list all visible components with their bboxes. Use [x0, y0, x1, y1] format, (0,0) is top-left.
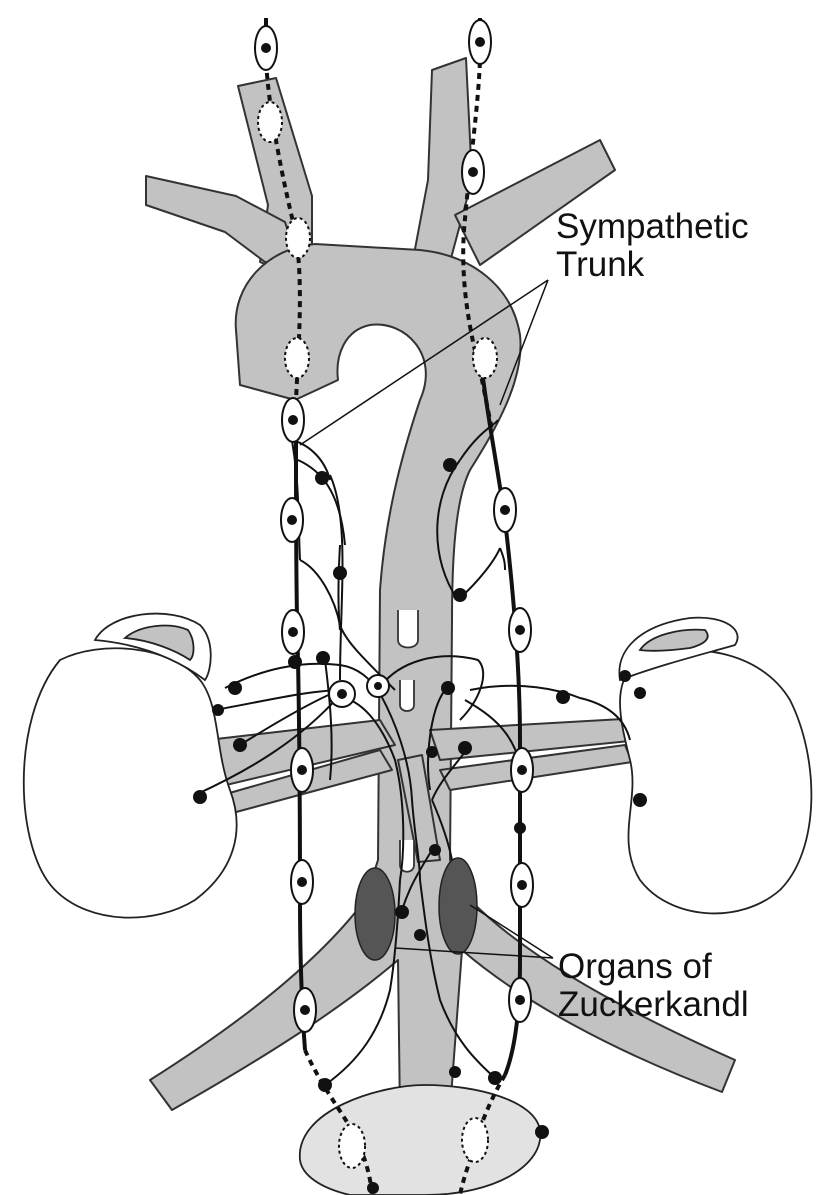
- sympathetic-trunk-label-line1: Sympathetic: [556, 208, 749, 246]
- sympathetic-trunk-label: Sympathetic Trunk: [556, 208, 749, 284]
- left-trunk-lower-solid: [296, 400, 305, 1050]
- zuckerkandl-organ-left: [355, 868, 395, 960]
- right-kidney: [620, 650, 811, 913]
- organs-of-zuckerkandl-label-line1: Organs of: [558, 948, 749, 986]
- organs-of-zuckerkandl-label-line2: Zuckerkandl: [558, 986, 749, 1024]
- left-kidney: [24, 648, 237, 917]
- sympathetic-trunk-label-line2: Trunk: [556, 246, 749, 284]
- organs-of-zuckerkandl-label: Organs of Zuckerkandl: [558, 948, 749, 1024]
